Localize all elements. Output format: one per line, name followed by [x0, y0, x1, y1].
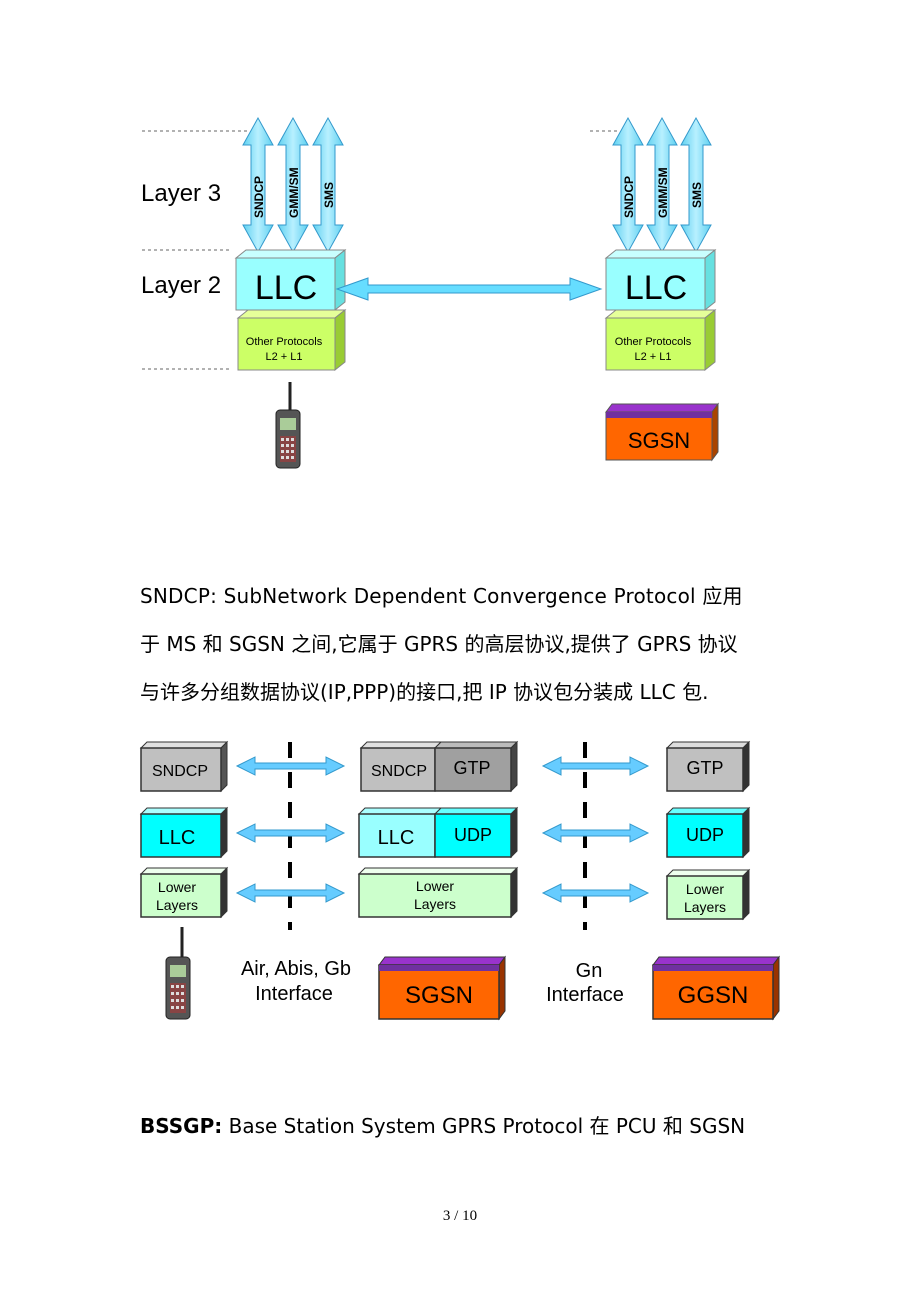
svg-text:Layers: Layers — [414, 896, 456, 912]
svg-text:UDP: UDP — [454, 825, 492, 845]
peer-arrow-lower-right — [541, 883, 650, 903]
peer-arrow-llc-left — [235, 823, 346, 843]
svg-text:SNDCP: SNDCP — [152, 763, 208, 780]
ms-llc-box: LLC — [139, 806, 229, 859]
interface-left-label-2: Interface — [255, 983, 333, 1005]
mobile-phone-icon — [165, 927, 191, 1020]
gprs-llc-diagram: Layer 3 Layer 2 SNDCP GMM/SM SMS LLC Oth… — [141, 116, 719, 469]
interface-left-label-1: Air, Abis, Gb — [241, 958, 351, 980]
sgsn-llc-box: LLC — [357, 807, 443, 858]
left-arrow-sms: SMS — [312, 116, 344, 254]
svg-text:GTP: GTP — [686, 758, 723, 778]
bssgp-text: Base Station System GPRS Protocol 在 PCU … — [222, 1114, 746, 1138]
ggsn-lower-layers-box: Lower Layers — [665, 868, 751, 921]
peer-arrow-udp-right — [541, 823, 650, 843]
sndcp-line-2: 于 MS 和 SGSN 之间,它属于 GPRS 的高层协议,提供了 GPRS 协… — [140, 632, 738, 656]
left-arrow-gmm-sm: GMM/SM — [277, 116, 309, 254]
svg-text:Lower: Lower — [416, 878, 454, 894]
peer-arrow-sndcp-left — [235, 756, 346, 776]
svg-text:Other Protocols: Other Protocols — [615, 336, 692, 348]
svg-text:SGSN: SGSN — [405, 982, 473, 1009]
svg-text:SNDCP: SNDCP — [252, 176, 266, 218]
bssgp-description: BSSGP: Base Station System GPRS Protocol… — [140, 1114, 780, 1138]
mobile-phone-icon — [275, 382, 301, 469]
right-arrow-sndcp: SNDCP — [612, 116, 644, 254]
ms-sndcp-box: SNDCP — [139, 740, 229, 793]
svg-text:LLC: LLC — [255, 269, 317, 307]
left-arrow-sndcp: SNDCP — [242, 116, 274, 254]
svg-text:SMS: SMS — [690, 182, 704, 208]
svg-text:Other Protocols: Other Protocols — [246, 336, 323, 348]
svg-text:SNDCP: SNDCP — [622, 176, 636, 218]
ms-lower-layers-box: Lower Layers — [139, 866, 229, 919]
sgsn-sndcp-box: SNDCP — [359, 741, 443, 792]
sgsn-udp-box: UDP — [433, 806, 519, 859]
svg-text:GMM/SM: GMM/SM — [656, 167, 670, 218]
svg-text:UDP: UDP — [686, 825, 724, 845]
sgsn-node-box: SGSN — [378, 955, 506, 1021]
bssgp-term: BSSGP: — [140, 1114, 223, 1138]
svg-text:Layers: Layers — [156, 897, 198, 913]
llc-peer-arrow — [335, 277, 603, 301]
ggsn-gtp-box: GTP — [665, 740, 751, 793]
interface-right-label-2: Interface — [546, 984, 624, 1006]
left-other-protocols-box: Other Protocols L2 + L1 — [236, 308, 347, 372]
svg-text:SMS: SMS — [322, 182, 336, 208]
svg-text:GMM/SM: GMM/SM — [287, 167, 301, 218]
svg-text:Lower: Lower — [158, 879, 196, 895]
right-arrow-sms: SMS — [680, 116, 712, 254]
sndcp-description: SNDCP: SubNetwork Dependent Convergence … — [140, 584, 780, 704]
svg-text:LLC: LLC — [625, 269, 687, 307]
svg-text:L2 + L1: L2 + L1 — [265, 351, 302, 363]
layer2-label: Layer 2 — [141, 272, 221, 299]
sgsn-gtp-box: GTP — [433, 740, 519, 793]
right-arrow-gmm-sm: GMM/SM — [646, 116, 678, 254]
svg-text:L2 + L1: L2 + L1 — [634, 351, 671, 363]
sgsn-lower-layers-box: Lower Layers — [357, 866, 519, 919]
gprs-transmission-plane-diagram: SNDCP LLC Lower Layers SNDCP GTP — [139, 740, 780, 1021]
svg-text:Layers: Layers — [684, 899, 726, 915]
svg-text:SNDCP: SNDCP — [371, 763, 427, 780]
peer-arrow-gtp-right — [541, 756, 650, 776]
right-other-protocols-box: Other Protocols L2 + L1 — [604, 308, 717, 372]
svg-text:GGSN: GGSN — [678, 982, 749, 1009]
sndcp-line-3: 与许多分组数据协议(IP,PPP)的接口,把 IP 协议包分装成 LLC 包. — [140, 680, 709, 704]
svg-text:LLC: LLC — [378, 827, 415, 849]
svg-text:GTP: GTP — [453, 758, 490, 778]
page-number: 3 / 10 — [442, 1208, 478, 1224]
svg-text:Lower: Lower — [686, 881, 724, 897]
ggsn-node-box: GGSN — [652, 955, 780, 1021]
interface-right-label-1: Gn — [576, 960, 603, 982]
layer3-label: Layer 3 — [141, 180, 221, 207]
left-llc-box: LLC — [234, 248, 347, 312]
sgsn-node-box: SGSN — [605, 402, 719, 462]
ggsn-udp-box: UDP — [665, 806, 751, 859]
svg-text:LLC: LLC — [159, 827, 196, 849]
right-llc-box: LLC — [604, 248, 717, 312]
svg-text:SGSN: SGSN — [628, 428, 690, 453]
sndcp-line-1: SNDCP: SubNetwork Dependent Convergence … — [140, 584, 743, 608]
peer-arrow-lower-left — [235, 883, 346, 903]
